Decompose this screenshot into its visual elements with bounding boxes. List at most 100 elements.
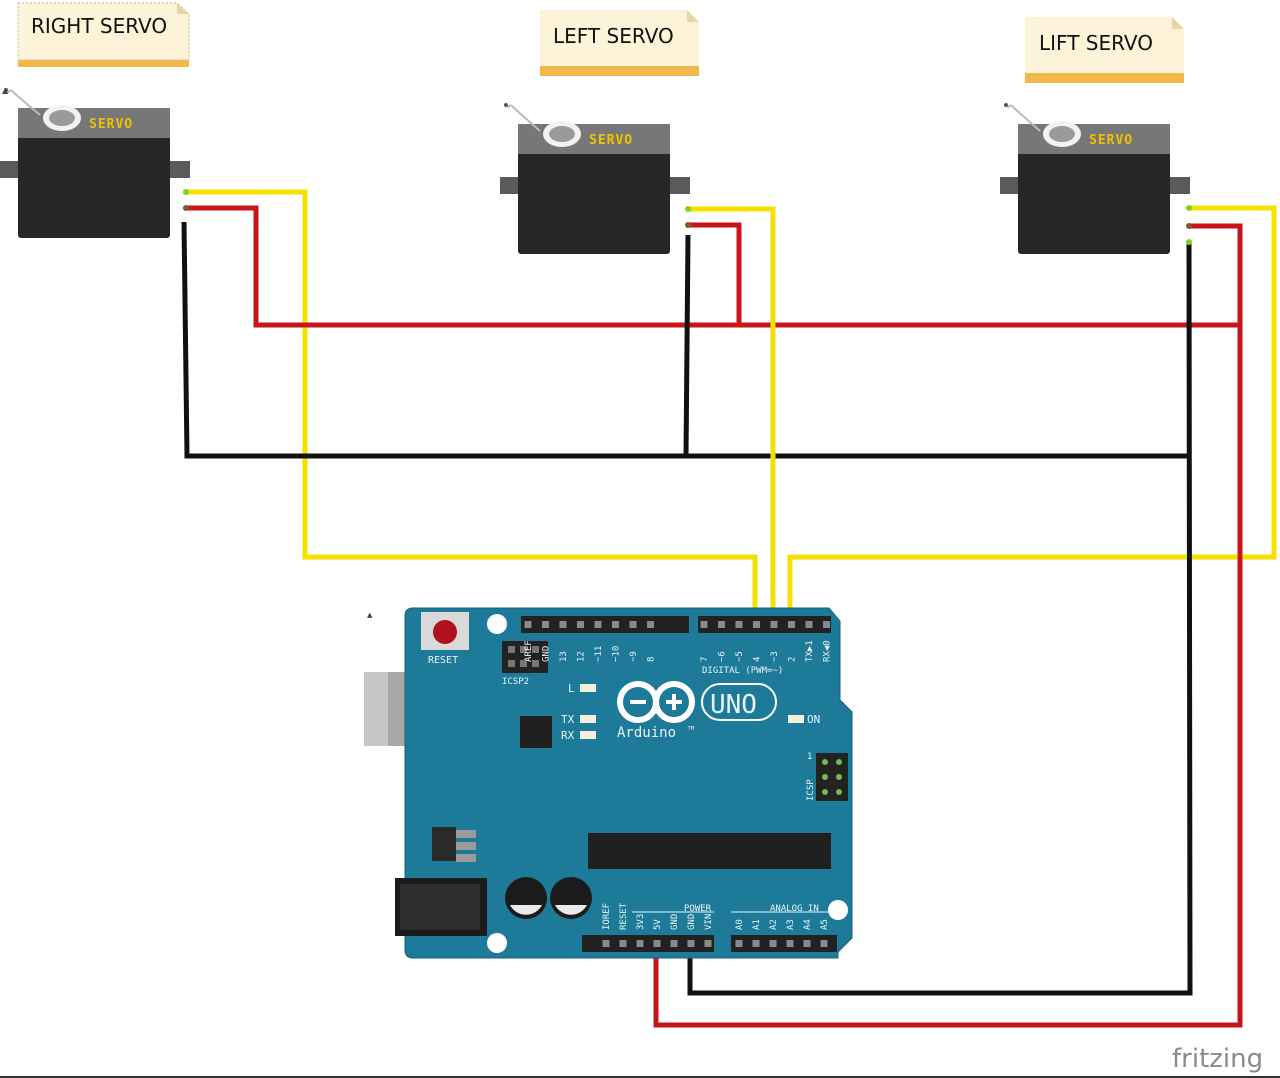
digital-label: DIGITAL (PWM=~) — [702, 666, 783, 676]
left-servo[interactable]: SERVO — [500, 103, 690, 254]
wire-left-power[interactable] — [688, 222, 742, 325]
analog-in-label: ANALOG IN — [770, 904, 819, 914]
wire-lift-signal[interactable] — [787, 205, 1277, 628]
analog-pin[interactable] — [735, 940, 743, 947]
reset-button[interactable] — [421, 612, 469, 650]
wire-lift-power[interactable] — [653, 223, 1243, 1028]
wire-right-ground[interactable] — [181, 221, 1189, 459]
digital-pin-label: 8 — [647, 657, 657, 662]
digital-pin[interactable] — [735, 621, 743, 628]
servo-text: SERVO — [89, 117, 133, 132]
analog-pin-label: A3 — [786, 919, 796, 930]
analog-header — [731, 935, 837, 952]
wire-lift-ground[interactable] — [687, 241, 1193, 996]
digital-pin-label: ~6 — [718, 651, 728, 662]
digital-pin[interactable] — [629, 621, 637, 628]
digital-pin-label: GND — [542, 646, 552, 662]
tm-label: TM — [688, 726, 694, 732]
uno-label: UNO — [710, 690, 757, 720]
power-pin-label: RESET — [619, 902, 629, 930]
note-right-servo[interactable]: RIGHT SERVO — [17, 2, 190, 67]
digital-pin-label: ~3 — [770, 651, 780, 662]
reset-label: RESET — [428, 655, 458, 666]
led-rx-label: RX — [561, 729, 575, 742]
digital-pin[interactable] — [559, 621, 567, 628]
power-header — [582, 935, 714, 952]
left-servo-label: LEFT SERVO — [553, 24, 674, 48]
analog-pin-label: A5 — [820, 919, 830, 930]
note-left-servo[interactable]: LEFT SERVO — [540, 10, 699, 76]
power-pin[interactable] — [704, 940, 712, 947]
icsp-header — [816, 753, 848, 801]
digital-pin-label: ~9 — [629, 651, 639, 662]
icsp2-header — [502, 641, 548, 673]
digital-pin[interactable] — [524, 621, 532, 628]
analog-pin[interactable] — [769, 940, 777, 947]
digital-header-right — [698, 616, 831, 633]
digital-pin[interactable] — [788, 621, 795, 628]
digital-pin[interactable] — [823, 621, 830, 628]
digital-pin[interactable] — [577, 621, 584, 628]
anchor-icon: ▲ — [367, 611, 373, 619]
wire-right-power[interactable] — [186, 205, 1240, 328]
digital-pin-label: 2 — [788, 657, 798, 662]
digital-pin[interactable] — [542, 621, 549, 628]
led-on-label: ON — [807, 713, 820, 726]
digital-pin-label: 7 — [700, 657, 710, 662]
usb-chip — [520, 716, 552, 748]
analog-pin[interactable] — [820, 940, 828, 947]
power-pin[interactable] — [670, 940, 678, 947]
digital-pin-label: ~10 — [612, 646, 622, 662]
power-pin[interactable] — [602, 940, 610, 947]
digital-pin-label: ~5 — [735, 651, 745, 662]
digital-pin[interactable] — [753, 621, 760, 628]
servo-text: SERVO — [1089, 133, 1133, 148]
note-lift-servo[interactable]: LIFT SERVO — [1025, 17, 1184, 83]
power-pin-label: 3V3 — [636, 914, 646, 930]
power-pin[interactable] — [687, 940, 695, 947]
digital-pin[interactable] — [805, 621, 813, 628]
digital-pin-label: AREF — [524, 640, 534, 662]
analog-pin[interactable] — [786, 940, 794, 947]
led-on — [788, 715, 804, 723]
digital-pin-label: 12 — [577, 651, 587, 662]
servo-horn-icon — [1004, 103, 1008, 107]
analog-pin[interactable] — [752, 940, 760, 947]
digital-pin[interactable] — [770, 621, 778, 628]
digital-pin[interactable] — [700, 621, 708, 628]
digital-pin[interactable] — [612, 621, 619, 628]
wire-left-ground[interactable] — [683, 234, 691, 457]
power-pin[interactable] — [619, 940, 627, 947]
analog-pin[interactable] — [803, 940, 811, 947]
digital-pin-label: 4 — [753, 657, 763, 662]
wire-left-signal[interactable] — [688, 206, 776, 628]
digital-pin[interactable] — [594, 621, 602, 628]
lift-servo[interactable]: SERVO — [1000, 103, 1190, 254]
right-servo[interactable]: SERVO — [0, 88, 190, 238]
icsp2-label: ICSP2 — [502, 677, 529, 687]
led-l — [580, 684, 596, 692]
power-pin[interactable] — [636, 940, 644, 947]
icsp-label: ICSP — [806, 779, 816, 801]
analog-pin-label: A0 — [735, 919, 745, 930]
power-pin[interactable] — [653, 940, 661, 947]
capacitor-1 — [505, 877, 547, 919]
servo-horn-icon — [4, 88, 8, 92]
led-tx — [580, 715, 596, 723]
digital-pin-label: TX▶1 — [805, 640, 815, 662]
uno-badge — [701, 683, 777, 721]
digital-pin[interactable] — [718, 621, 725, 628]
right-servo-label: RIGHT SERVO — [31, 14, 167, 38]
fritzing-logo: fritzing — [1172, 1044, 1263, 1074]
lift-servo-label: LIFT SERVO — [1039, 31, 1153, 55]
digital-pin[interactable] — [647, 621, 654, 628]
capacitor-2 — [550, 877, 592, 919]
digital-pin-label: ~11 — [594, 646, 604, 662]
wire-right-signal[interactable] — [186, 189, 758, 628]
led-rx — [580, 731, 596, 739]
analog-pin-label: A4 — [803, 919, 813, 930]
digital-pin-label: RX◀0 — [823, 640, 833, 662]
servo-horn-icon — [504, 103, 508, 107]
